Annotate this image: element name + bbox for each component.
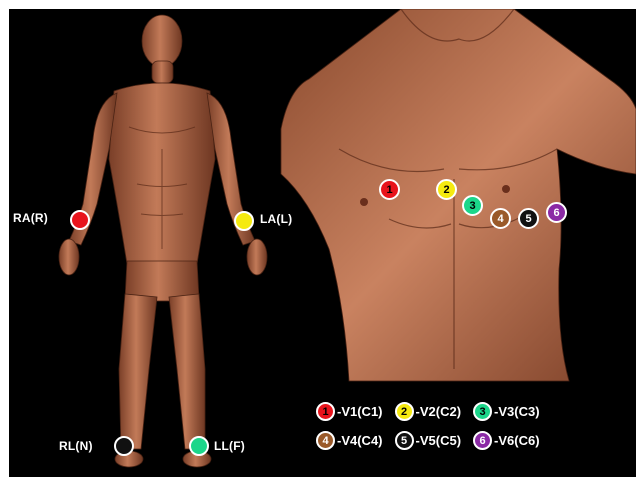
chest-electrode-v4: 4 — [490, 208, 511, 229]
legend-text-v5: -V5(C5) — [416, 433, 462, 448]
legend-text-v4: -V4(C4) — [337, 433, 383, 448]
legend-text-v2: -V2(C2) — [416, 404, 462, 419]
legend-dot-v2: 2 — [395, 402, 414, 421]
ll-label: LL(F) — [214, 439, 245, 453]
legend-dot-v5: 5 — [395, 431, 414, 450]
legend-row-2: 4 -V4(C4) 5 -V5(C5) 6 -V6(C6) — [316, 431, 540, 450]
legend-text-v1: -V1(C1) — [337, 404, 383, 419]
legend-item-v1: 1 -V1(C1) — [316, 402, 383, 421]
legend-item-v2: 2 -V2(C2) — [395, 402, 462, 421]
ra-label: RA(R) — [13, 211, 48, 225]
legend-item-v3: 3 -V3(C3) — [473, 402, 540, 421]
legend-text-v6: -V6(C6) — [494, 433, 540, 448]
legend-item-v4: 4 -V4(C4) — [316, 431, 383, 450]
ll-electrode — [189, 436, 209, 456]
legend-item-v6: 6 -V6(C6) — [473, 431, 540, 450]
la-electrode — [234, 211, 254, 231]
legend-item-v5: 5 -V5(C5) — [395, 431, 462, 450]
legend-dot-v6: 6 — [473, 431, 492, 450]
rl-label: RL(N) — [59, 439, 93, 453]
ra-electrode — [70, 210, 90, 230]
black-panel: RA(R) LA(L) RL(N) LL(F) 1 2 3 4 5 6 1 -V… — [9, 9, 636, 477]
chest-electrode-v2: 2 — [436, 179, 457, 200]
legend-dot-v4: 4 — [316, 431, 335, 450]
chest-electrode-v5: 5 — [518, 208, 539, 229]
la-label: LA(L) — [260, 212, 292, 226]
chest-closeup-figure — [9, 9, 636, 389]
chest-electrode-v3: 3 — [462, 195, 483, 216]
legend-row-1: 1 -V1(C1) 2 -V2(C2) 3 -V3(C3) — [316, 402, 540, 421]
legend-text-v3: -V3(C3) — [494, 404, 540, 419]
legend-dot-v1: 1 — [316, 402, 335, 421]
chest-electrode-v6: 6 — [546, 202, 567, 223]
rl-electrode — [114, 436, 134, 456]
chest-electrode-v1: 1 — [379, 179, 400, 200]
legend-dot-v3: 3 — [473, 402, 492, 421]
